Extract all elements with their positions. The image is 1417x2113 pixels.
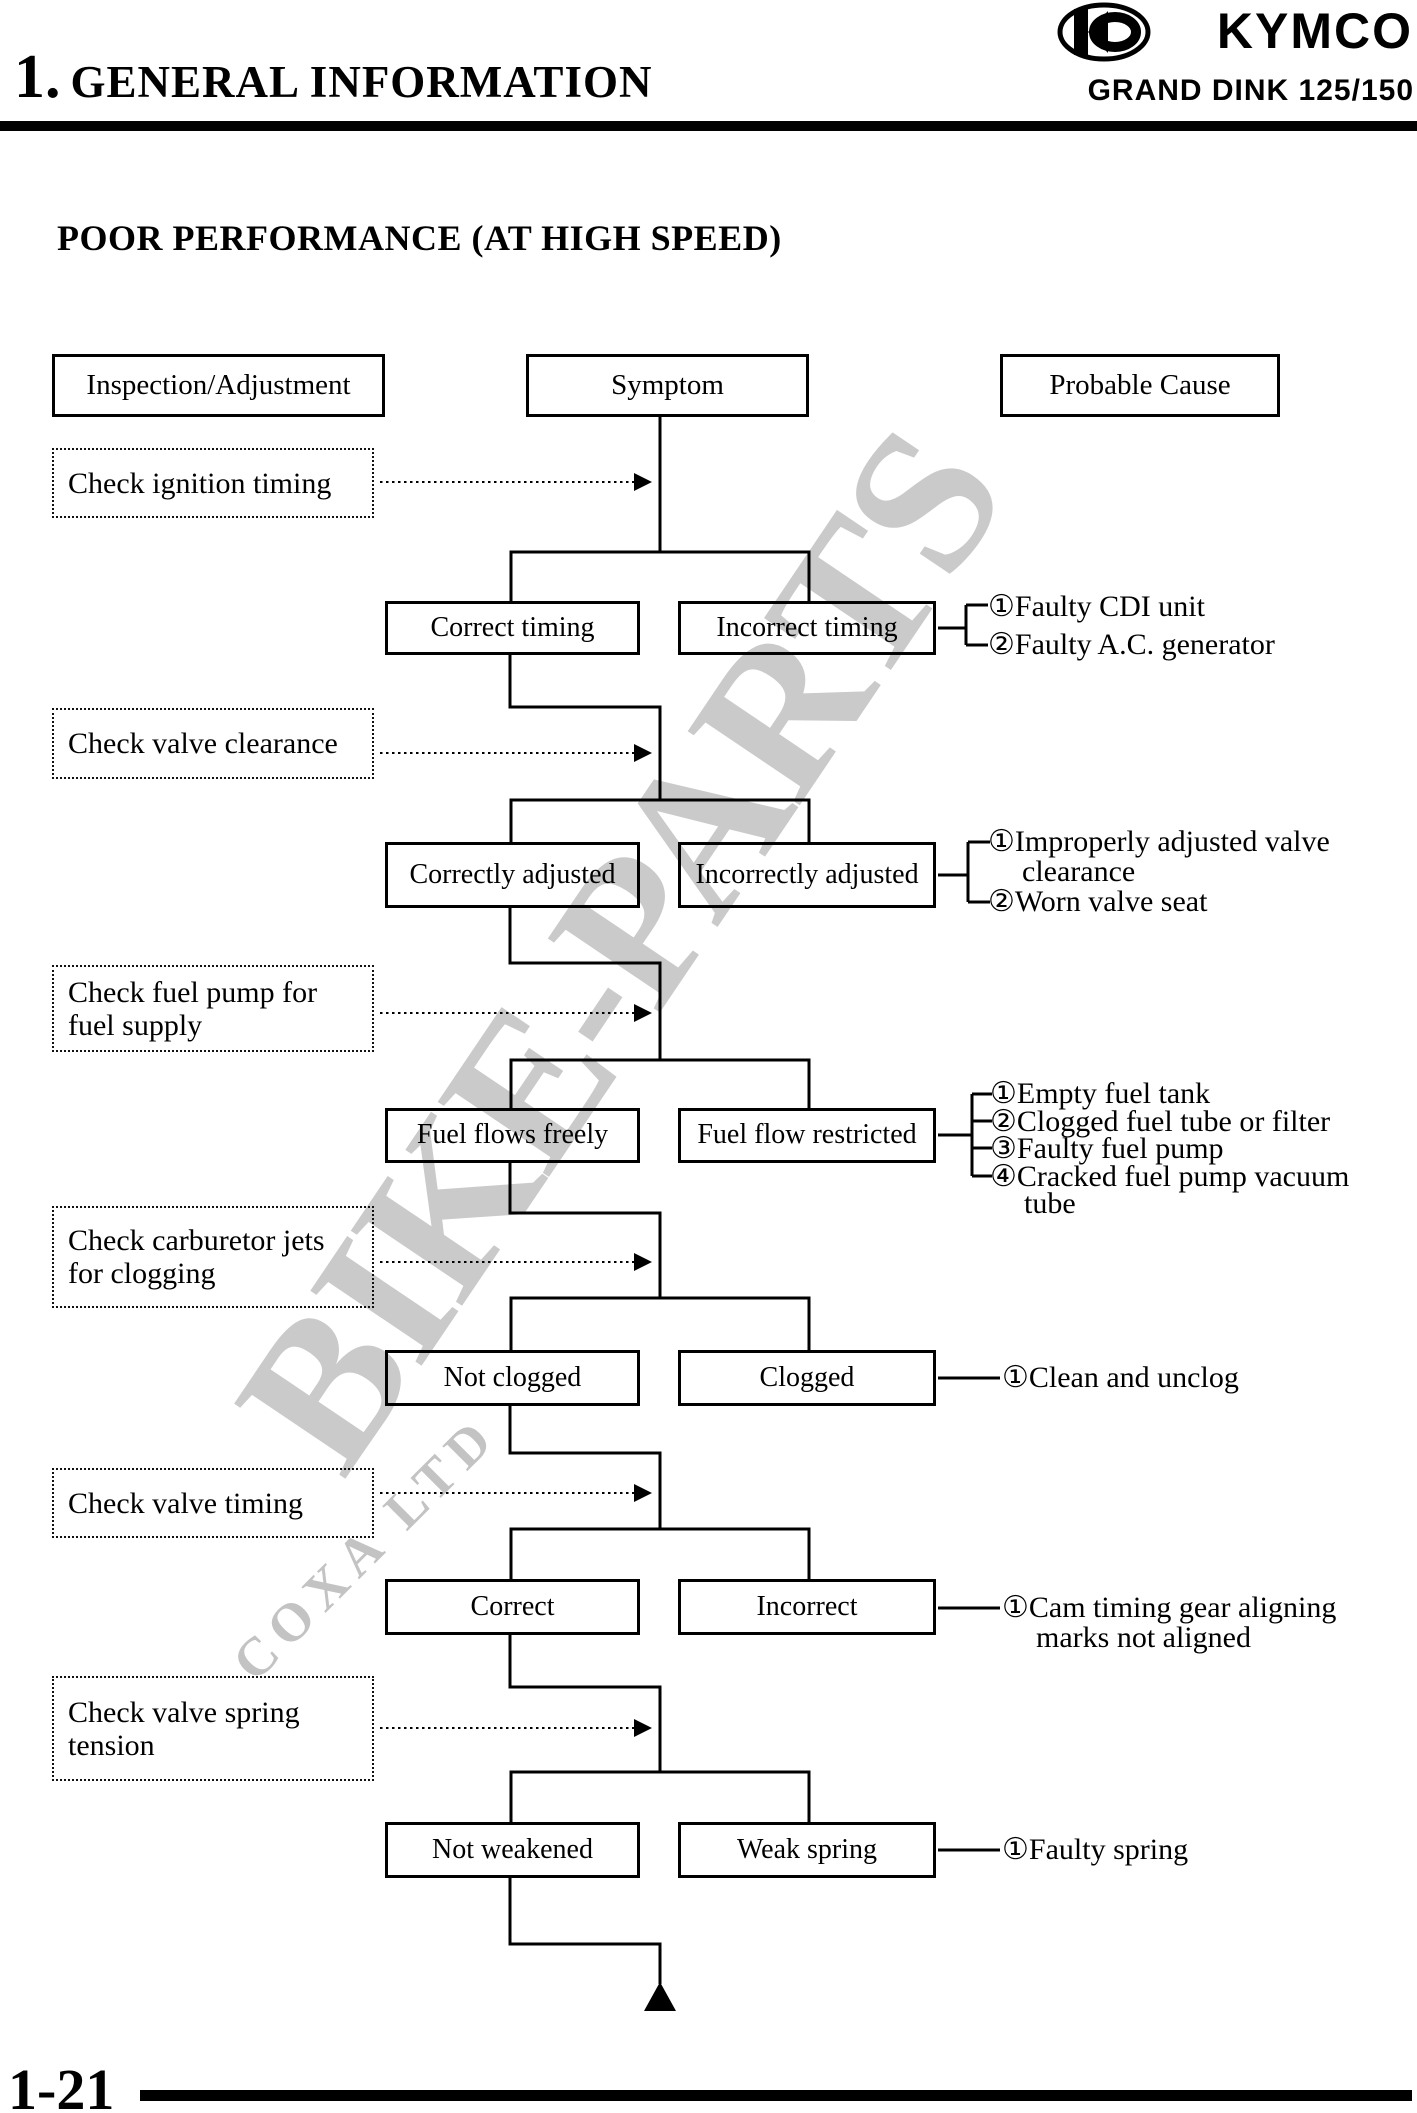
outcome-correctly-adjusted: Correctly adjusted: [385, 842, 640, 908]
check-box-carburetor-jets: Check carburetor jets for clogging: [52, 1206, 374, 1308]
cause-item: ③Faulty fuel pump: [990, 1132, 1224, 1165]
cause-list-ignition: ①Faulty CDI unit ②Faulty A.C. generator: [988, 588, 1275, 664]
check-box-fuel-pump: Check fuel pump for fuel supply: [52, 965, 374, 1052]
flow-spine-lines: [508, 417, 811, 1984]
cause-item: ①Improperly adjusted valve: [988, 825, 1330, 858]
flow-end-triangle-icon: [644, 1982, 676, 2011]
cause-list-valve-clearance: ①Improperly adjusted valve clearance ②Wo…: [988, 827, 1330, 917]
cause-item-continuation: tube: [1024, 1187, 1076, 1220]
cause-bracket-lines: [938, 603, 1000, 1852]
cause-item-continuation: clearance: [1022, 855, 1136, 888]
check-box-valve-timing: Check valve timing: [52, 1468, 374, 1538]
page-number: 1-21: [8, 2057, 115, 2113]
check-label: Check valve clearance: [68, 727, 338, 760]
cause-item: ②Clogged fuel tube or filter: [990, 1104, 1331, 1138]
cause-list-fuel-pump: ①Empty fuel tank ②Clogged fuel tube or f…: [990, 1077, 1350, 1220]
cause-item: ①Empty fuel tank: [990, 1077, 1211, 1110]
cause-item: ①Clean and unclog: [1002, 1361, 1239, 1394]
column-header-probable-cause: Probable Cause: [1000, 354, 1280, 417]
dotted-inspection-arrows: [380, 473, 652, 1737]
check-box-ignition-timing: Check ignition timing: [52, 448, 374, 518]
model-label: GRAND DINK 125/150: [1087, 74, 1414, 107]
check-box-valve-clearance: Check valve clearance: [52, 708, 374, 779]
check-label: Check valve spring: [68, 1695, 300, 1729]
check-box-valve-spring: Check valve spring tension: [52, 1676, 374, 1781]
outcome-clogged: Clogged: [678, 1350, 936, 1406]
outcome-fuel-flows-freely: Fuel flows freely: [385, 1108, 640, 1163]
outcome-correct-timing: Correct timing: [385, 601, 640, 655]
outcome-not-clogged: Not clogged: [385, 1350, 640, 1406]
check-label: Check valve timing: [68, 1486, 303, 1520]
footer-rule: [140, 2090, 1412, 2101]
outcome-incorrectly-adjusted: Incorrectly adjusted: [678, 842, 936, 908]
cause-item: ①Faulty CDI unit: [988, 590, 1205, 623]
cause-item: ①Cam timing gear aligning: [1002, 1591, 1337, 1624]
cause-list-valve-timing: ①Cam timing gear aligning marks not alig…: [1002, 1593, 1336, 1653]
cause-item: ②Faulty A.C. generator: [988, 628, 1275, 661]
column-header-inspection: Inspection/Adjustment: [52, 354, 385, 417]
header-rule: [0, 121, 1417, 131]
check-label: fuel supply: [68, 1008, 203, 1042]
outcome-fuel-flow-restricted: Fuel flow restricted: [678, 1108, 936, 1163]
check-label: for clogging: [68, 1257, 216, 1290]
cause-item: ①Faulty spring: [1002, 1833, 1189, 1866]
brand-wordmark: KYMCO: [1216, 3, 1413, 59]
cause-item: ②Worn valve seat: [988, 885, 1208, 918]
outcome-incorrect-timing: Incorrect timing: [678, 601, 936, 655]
check-label: Check fuel pump for: [68, 975, 318, 1009]
cause-list-clogging: ①Clean and unclog: [1002, 1363, 1239, 1393]
column-header-symptom: Symptom: [526, 354, 809, 417]
outcome-correct: Correct: [385, 1579, 640, 1635]
section-title: POOR PERFORMANCE (AT HIGH SPEED): [57, 218, 782, 258]
chapter-heading: 1.GENERAL INFORMATION: [14, 42, 652, 113]
kymco-emblem-icon: [1057, 2, 1151, 62]
cause-item: ④Cracked fuel pump vacuum: [990, 1159, 1350, 1193]
cause-list-valve-spring: ①Faulty spring: [1002, 1835, 1188, 1865]
chapter-title: GENERAL INFORMATION: [70, 57, 653, 107]
check-label: tension: [68, 1728, 155, 1762]
check-label: Check ignition timing: [68, 466, 332, 500]
outcome-weak-spring: Weak spring: [678, 1822, 936, 1878]
outcome-incorrect: Incorrect: [678, 1579, 936, 1635]
check-label: Check carburetor jets: [68, 1224, 325, 1257]
cause-item-continuation: marks not aligned: [1036, 1621, 1251, 1654]
outcome-not-weakened: Not weakened: [385, 1822, 640, 1878]
chapter-number: 1.: [14, 43, 61, 111]
